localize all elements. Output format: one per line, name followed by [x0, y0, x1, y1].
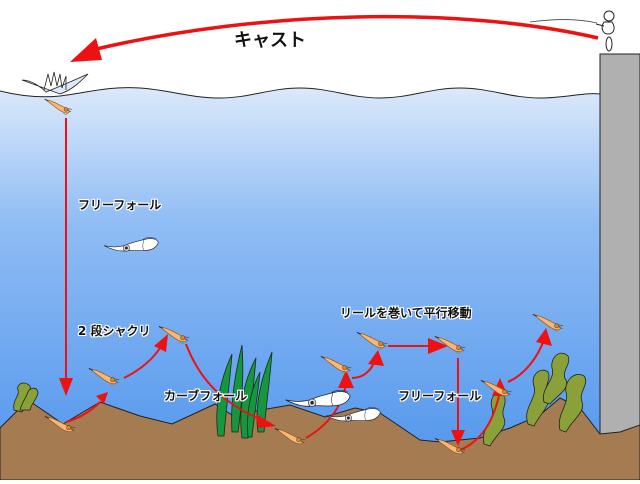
water	[0, 87, 600, 481]
rise-arrow-2	[507, 339, 545, 383]
seaweed-left	[13, 382, 39, 413]
curve-fall-arrow	[185, 343, 263, 421]
label-free-fall-1: フリーフォール	[78, 198, 162, 212]
eelgrass	[216, 344, 273, 439]
jerk-arrow-1	[65, 401, 101, 423]
concrete-pier	[599, 53, 640, 435]
cast-arrow	[91, 14, 599, 52]
label-cast: キャスト	[234, 30, 306, 51]
seaweed-right	[482, 352, 587, 447]
lift-arrow	[305, 383, 347, 439]
rise-arrow-1	[459, 391, 501, 451]
water-surface-line	[0, 87, 601, 99]
label-two-step-jerk: 2 段シャクリ	[78, 324, 151, 338]
seabed	[0, 397, 640, 481]
surface-splash	[21, 71, 89, 95]
label-free-fall-2: フリーフォール	[398, 389, 482, 403]
free-fall-arrowhead-1	[59, 378, 73, 396]
angler	[529, 10, 615, 52]
jerk-arrow-2	[123, 347, 161, 379]
label-reel-horizontal: リールを巻いて平行移動	[340, 306, 472, 320]
cast-arrowhead	[70, 38, 102, 62]
label-curve-fall: カーブフォール	[164, 389, 248, 403]
